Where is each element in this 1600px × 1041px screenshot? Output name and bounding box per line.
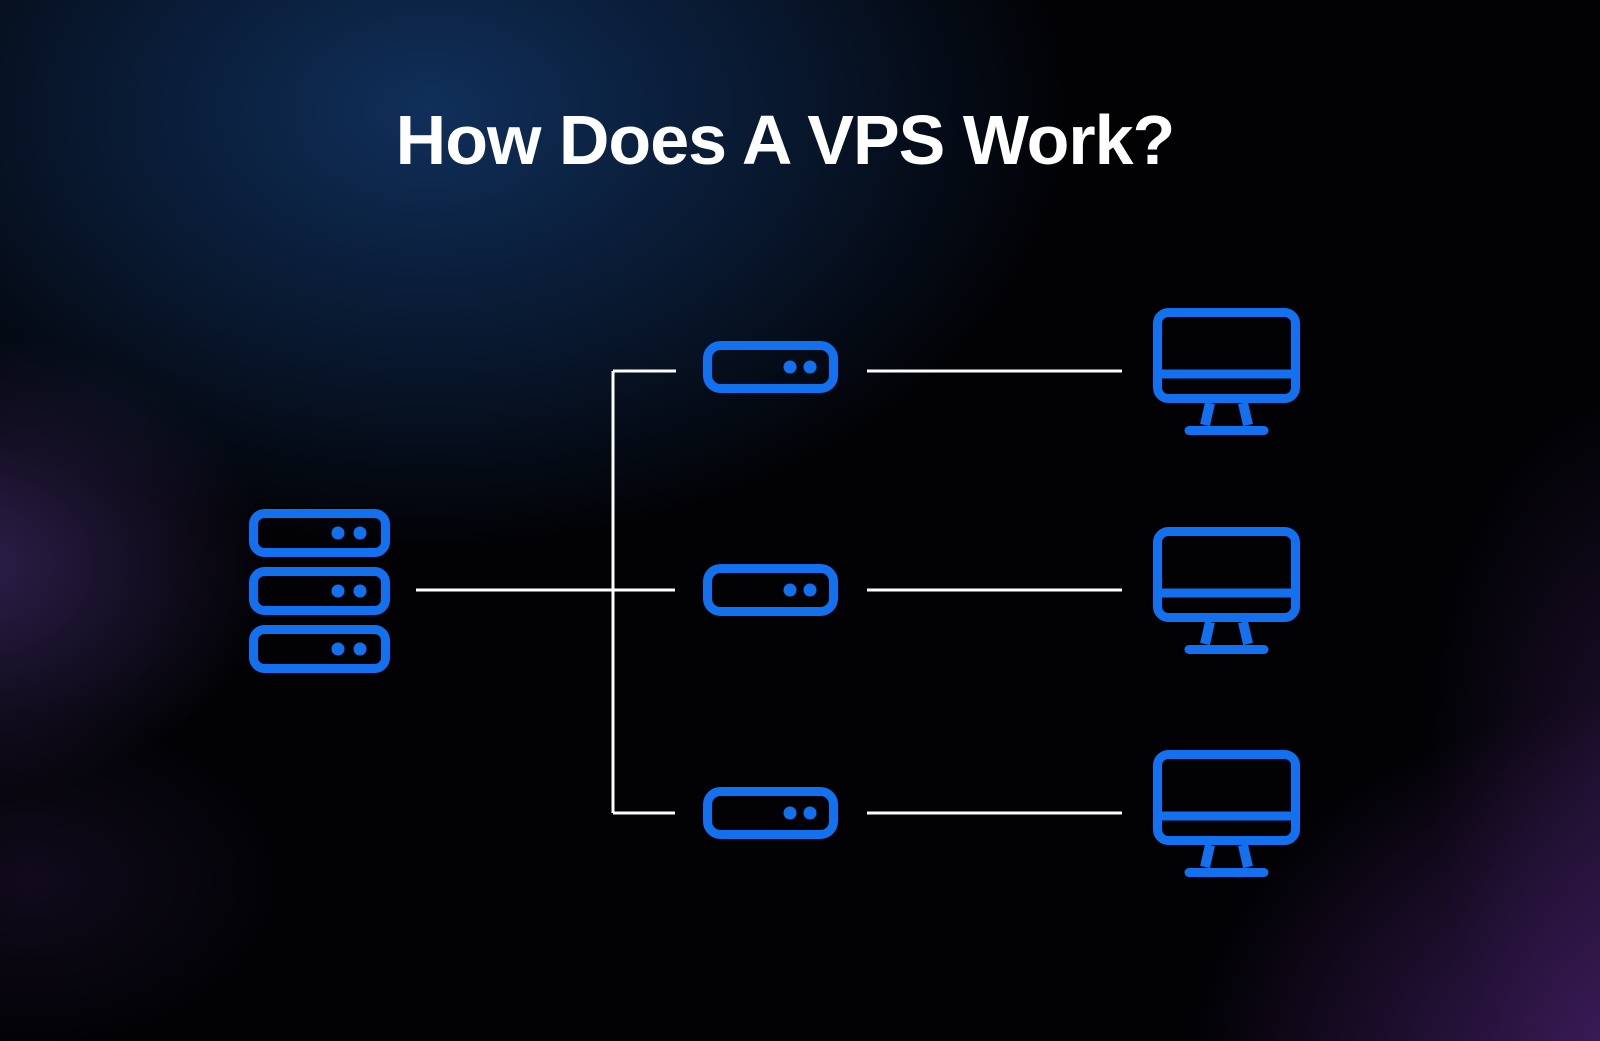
server-icon (703, 787, 838, 839)
server-icon (703, 341, 838, 393)
page-title: How Does A VPS Work? (395, 101, 1176, 179)
server-icon (703, 564, 838, 616)
monitor-icon (1153, 308, 1300, 436)
server-stack-icon (249, 509, 390, 673)
monitor-icon (1153, 750, 1300, 878)
monitor-icon (1153, 527, 1300, 655)
